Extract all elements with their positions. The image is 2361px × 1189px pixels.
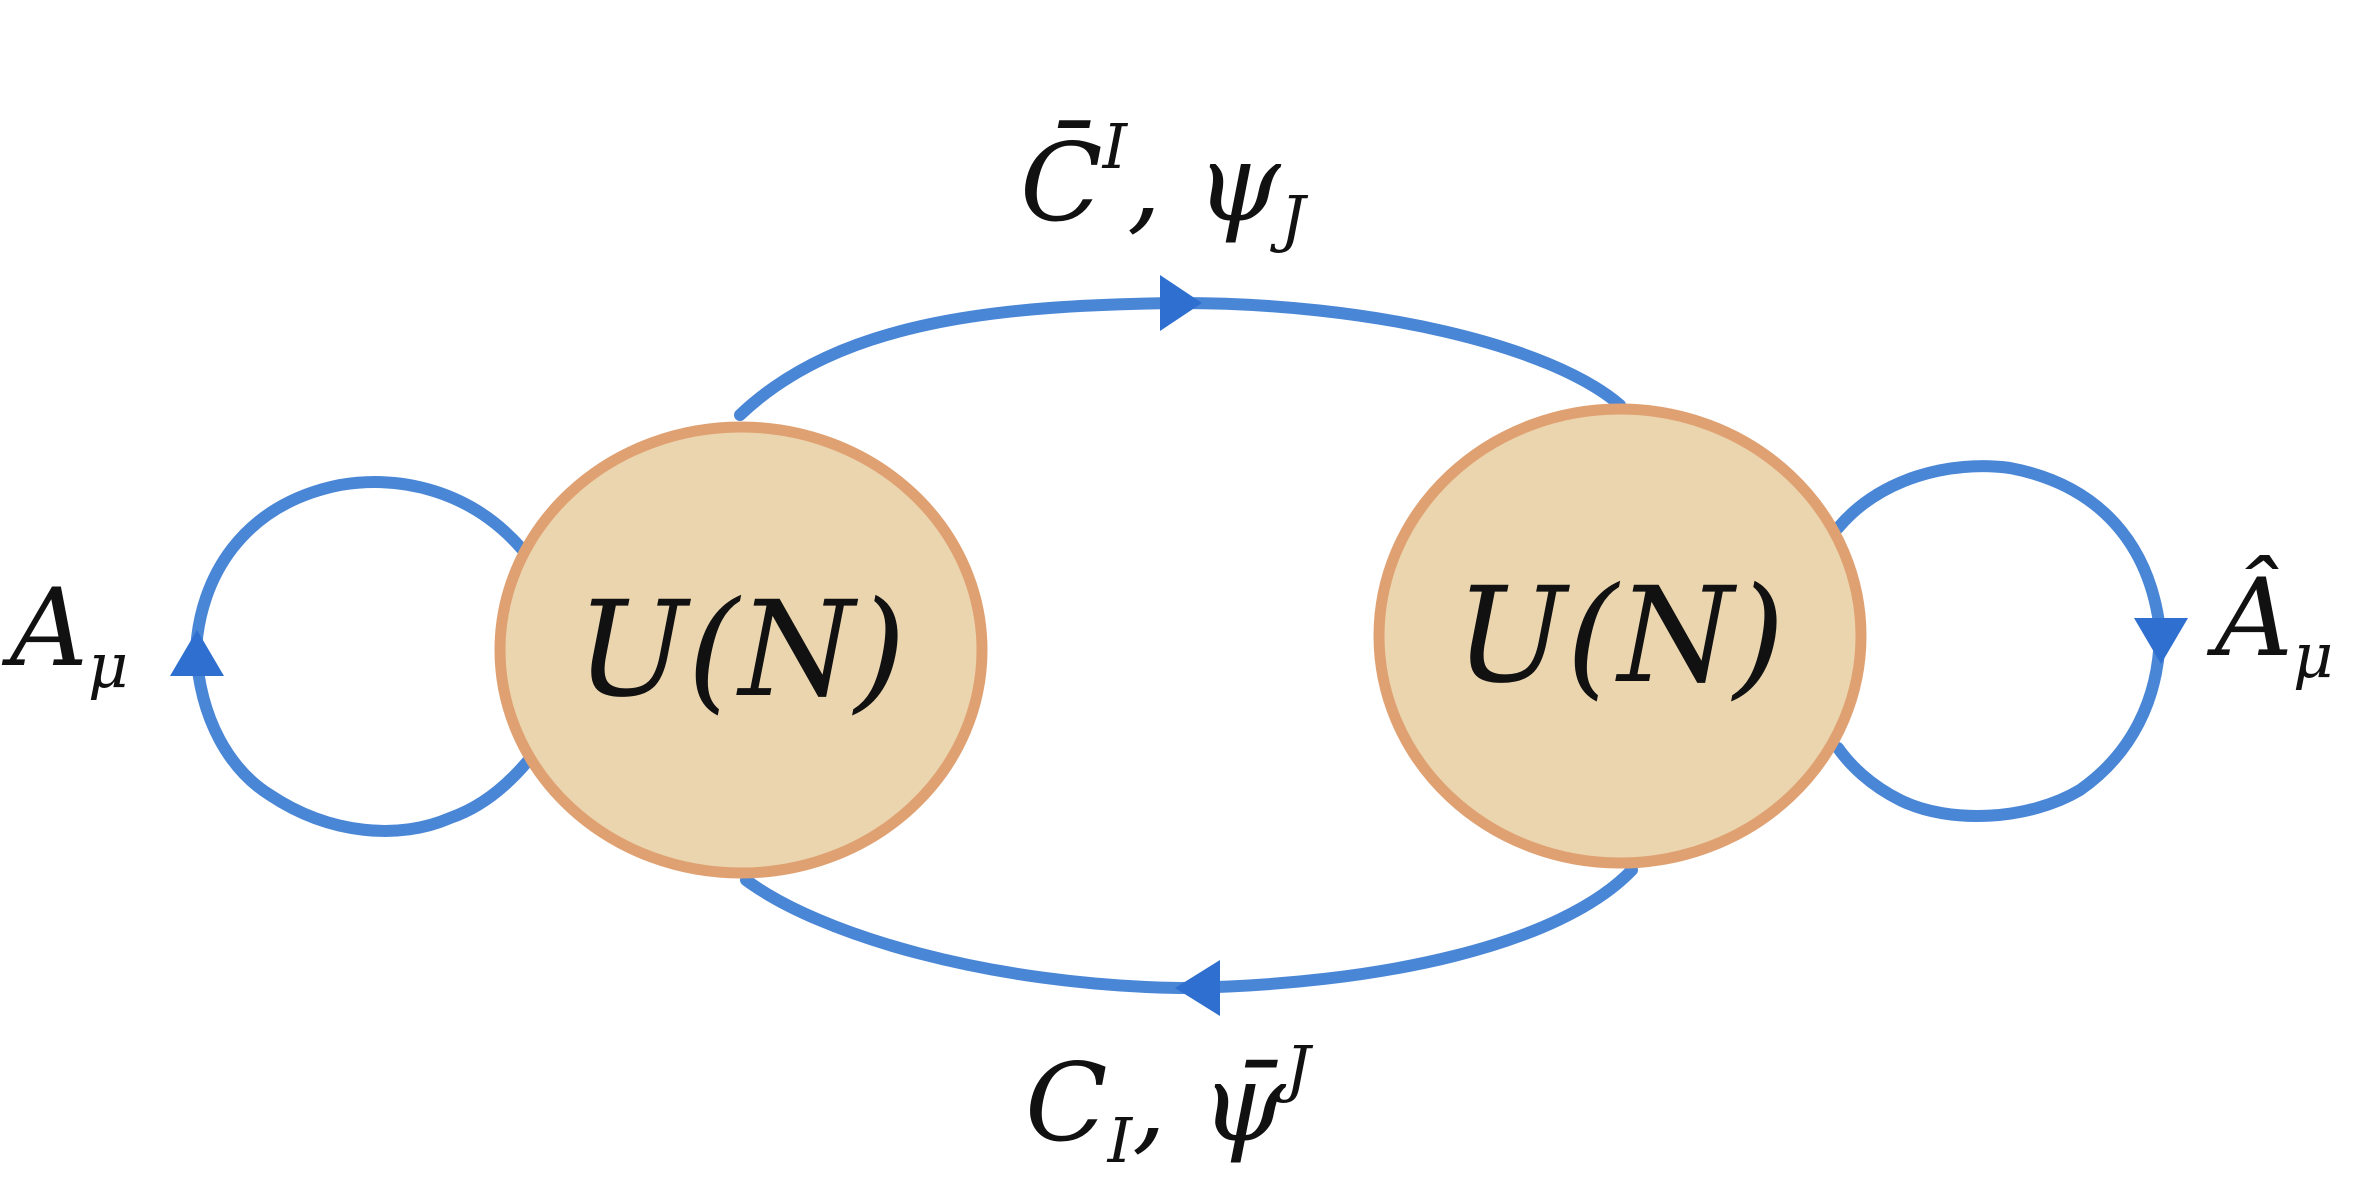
top-edge-label: C̄I, ψJ (1020, 110, 1309, 255)
top-label-sep: , ψ (1127, 121, 1282, 246)
left-loop-label-main: A (1, 566, 88, 691)
bottom-edge-label: CI, ψ̄J (1025, 1032, 1314, 1177)
right-node: U(N) (1373, 403, 1867, 869)
top-label-sup: I (1102, 110, 1129, 183)
left-loop-arrowhead (170, 630, 224, 676)
left-loop-line (189, 476, 533, 837)
bottom-label-sub: I (1107, 1104, 1134, 1177)
right-loop-label-main: Â (2206, 554, 2293, 681)
top-edge-arrowhead (1160, 275, 1202, 331)
bottom-edge-line (740, 864, 1638, 995)
top-label-main: C̄ (1020, 119, 1103, 246)
top-edge-line (734, 296, 1626, 421)
bottom-edge-arrowhead (1175, 960, 1220, 1016)
left-node-circle (494, 421, 988, 879)
left-node: U(N) (494, 421, 988, 879)
right-loop-line (1832, 460, 2167, 823)
left-node-label: U(N) (576, 573, 906, 727)
right-loop-label: Âμ (2206, 554, 2333, 692)
bottom-label-sep: , ψ̄ (1132, 1041, 1287, 1166)
bottom-label-main: C (1025, 1041, 1108, 1166)
left-loop-label: Aμ (1, 566, 128, 702)
right-loop-arrowhead (2134, 618, 2188, 664)
right-loop-label-sub: μ (2293, 619, 2333, 692)
left-loop-label-sub: μ (88, 629, 128, 702)
right-node-circle (1373, 403, 1867, 869)
right-node-label: U(N) (1455, 559, 1785, 713)
